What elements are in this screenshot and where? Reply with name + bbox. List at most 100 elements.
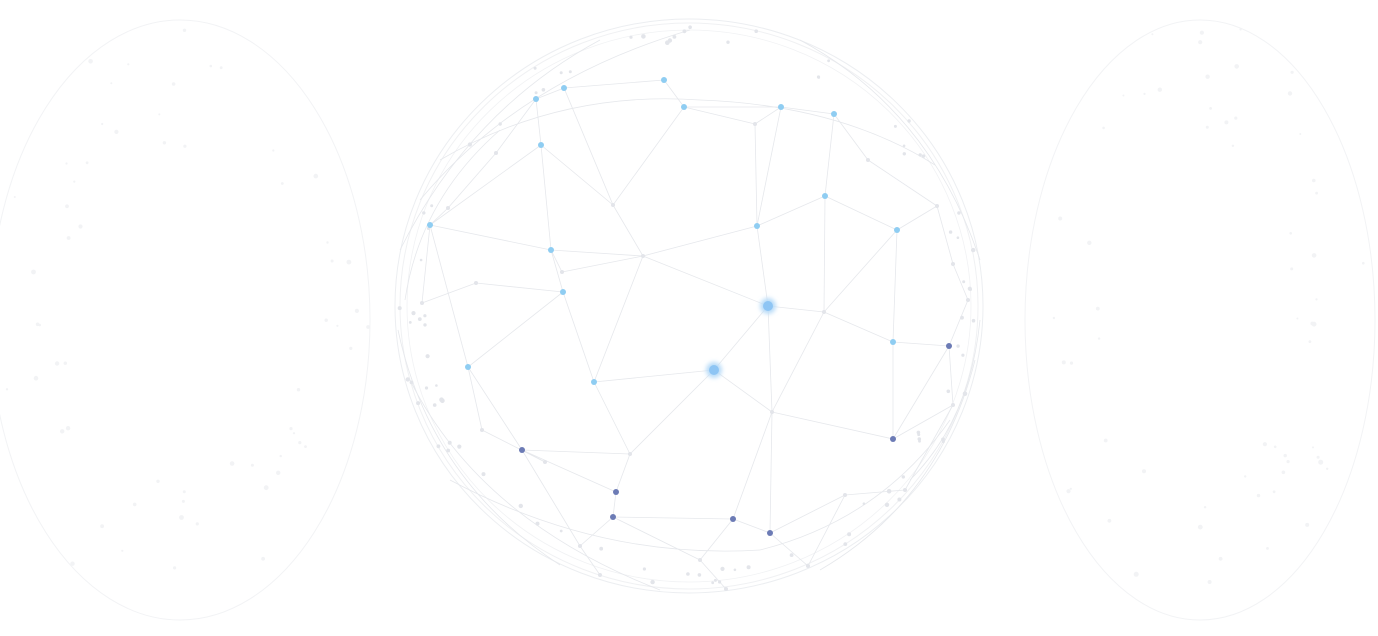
side-sphere-node — [173, 566, 177, 570]
mesh-link — [756, 195, 826, 227]
side-sphere-node — [1299, 133, 1302, 135]
network-node — [767, 530, 773, 536]
mesh-link — [612, 516, 701, 561]
mesh-link — [948, 299, 969, 347]
rim-node — [956, 236, 960, 239]
side-sphere-node — [1362, 261, 1365, 265]
mesh-link — [421, 282, 477, 304]
rim-node — [921, 154, 926, 158]
glowing-nodes — [706, 298, 776, 378]
rim-node — [971, 247, 976, 253]
side-sphere-node — [182, 28, 187, 32]
side-sphere-node — [100, 524, 104, 529]
mesh-node — [474, 281, 478, 285]
mesh-node — [903, 488, 907, 492]
side-sphere-node — [1133, 571, 1139, 577]
side-sphere-node — [171, 82, 176, 86]
mesh-arc — [409, 379, 661, 591]
network-node — [778, 104, 784, 110]
rim-node — [847, 532, 852, 537]
side-sphere-node — [263, 485, 269, 491]
side-sphere-node — [195, 522, 199, 526]
network-node — [591, 379, 597, 385]
mesh-node — [420, 301, 424, 305]
mesh-link — [867, 159, 938, 207]
rim-node — [969, 288, 972, 291]
mesh-link — [550, 249, 563, 273]
mesh-link — [892, 229, 898, 343]
side-sphere-node — [1095, 306, 1100, 311]
side-sphere-node — [1239, 28, 1242, 31]
rim-node — [419, 258, 423, 262]
rim-node — [672, 35, 677, 39]
mesh-link — [447, 152, 497, 209]
side-sphere-node — [33, 375, 39, 381]
side-sphere-node — [1142, 469, 1146, 474]
side-sphere-node — [1198, 40, 1203, 45]
mesh-link — [612, 491, 617, 518]
mesh-link — [756, 225, 769, 307]
background-sphere-left — [0, 19, 371, 621]
rim-node — [902, 152, 906, 156]
side-sphere-node — [70, 561, 75, 566]
mesh-node — [698, 558, 702, 562]
network-node — [519, 447, 525, 453]
mesh-link — [550, 249, 564, 293]
side-sphere-node — [1151, 33, 1154, 36]
side-sphere-node — [1316, 455, 1320, 459]
mesh-link — [642, 255, 769, 307]
side-sphere-node — [54, 361, 60, 366]
rim-node — [409, 380, 414, 385]
rim-node — [440, 398, 445, 404]
globe-edge-nodes — [397, 25, 976, 585]
side-sphere-node — [276, 470, 281, 475]
side-sphere-node — [349, 346, 353, 350]
mesh-link — [756, 106, 782, 227]
side-sphere-node — [1199, 30, 1204, 35]
side-sphere-node — [1207, 580, 1212, 584]
rim-node — [718, 580, 722, 584]
rim-node — [688, 25, 692, 30]
rim-node — [599, 546, 604, 551]
mesh-link — [824, 195, 898, 231]
side-sphere-node — [182, 490, 186, 494]
rim-node — [902, 144, 906, 148]
mesh-link — [521, 449, 581, 547]
side-sphere-node — [1069, 487, 1072, 490]
rim-node — [447, 440, 452, 445]
mesh-node — [598, 573, 602, 577]
side-sphere-node — [229, 461, 235, 466]
rim-node — [843, 542, 848, 546]
side-sphere-node — [1203, 506, 1207, 509]
side-sphere-node — [1287, 91, 1293, 96]
side-sphere-node — [1283, 453, 1287, 458]
side-sphere-node — [1296, 317, 1299, 320]
side-sphere-node — [366, 325, 370, 329]
network-node — [538, 142, 544, 148]
rim-node — [423, 314, 427, 318]
side-sphere-node — [65, 426, 71, 431]
network-node — [946, 343, 952, 349]
mesh-link — [593, 381, 631, 455]
side-sphere-node — [313, 173, 319, 179]
rim-node — [961, 353, 965, 357]
rim-node — [697, 573, 702, 577]
side-sphere-node — [336, 324, 339, 327]
side-sphere-node — [1312, 178, 1316, 183]
rim-node — [897, 497, 902, 502]
side-sphere-node — [162, 141, 167, 145]
network-node — [709, 365, 719, 375]
side-sphere-node — [1312, 446, 1314, 449]
mesh-node — [935, 204, 939, 208]
side-sphere-node — [1244, 475, 1247, 478]
side-sphere-node — [296, 388, 301, 392]
side-sphere-outline — [0, 19, 371, 621]
mesh-arc — [909, 319, 981, 481]
mesh-node — [543, 460, 547, 464]
side-sphere-node — [1087, 240, 1092, 245]
rim-node — [533, 66, 537, 70]
side-sphere-node — [1157, 87, 1163, 92]
rim-node — [417, 317, 422, 321]
rim-node — [411, 311, 416, 316]
